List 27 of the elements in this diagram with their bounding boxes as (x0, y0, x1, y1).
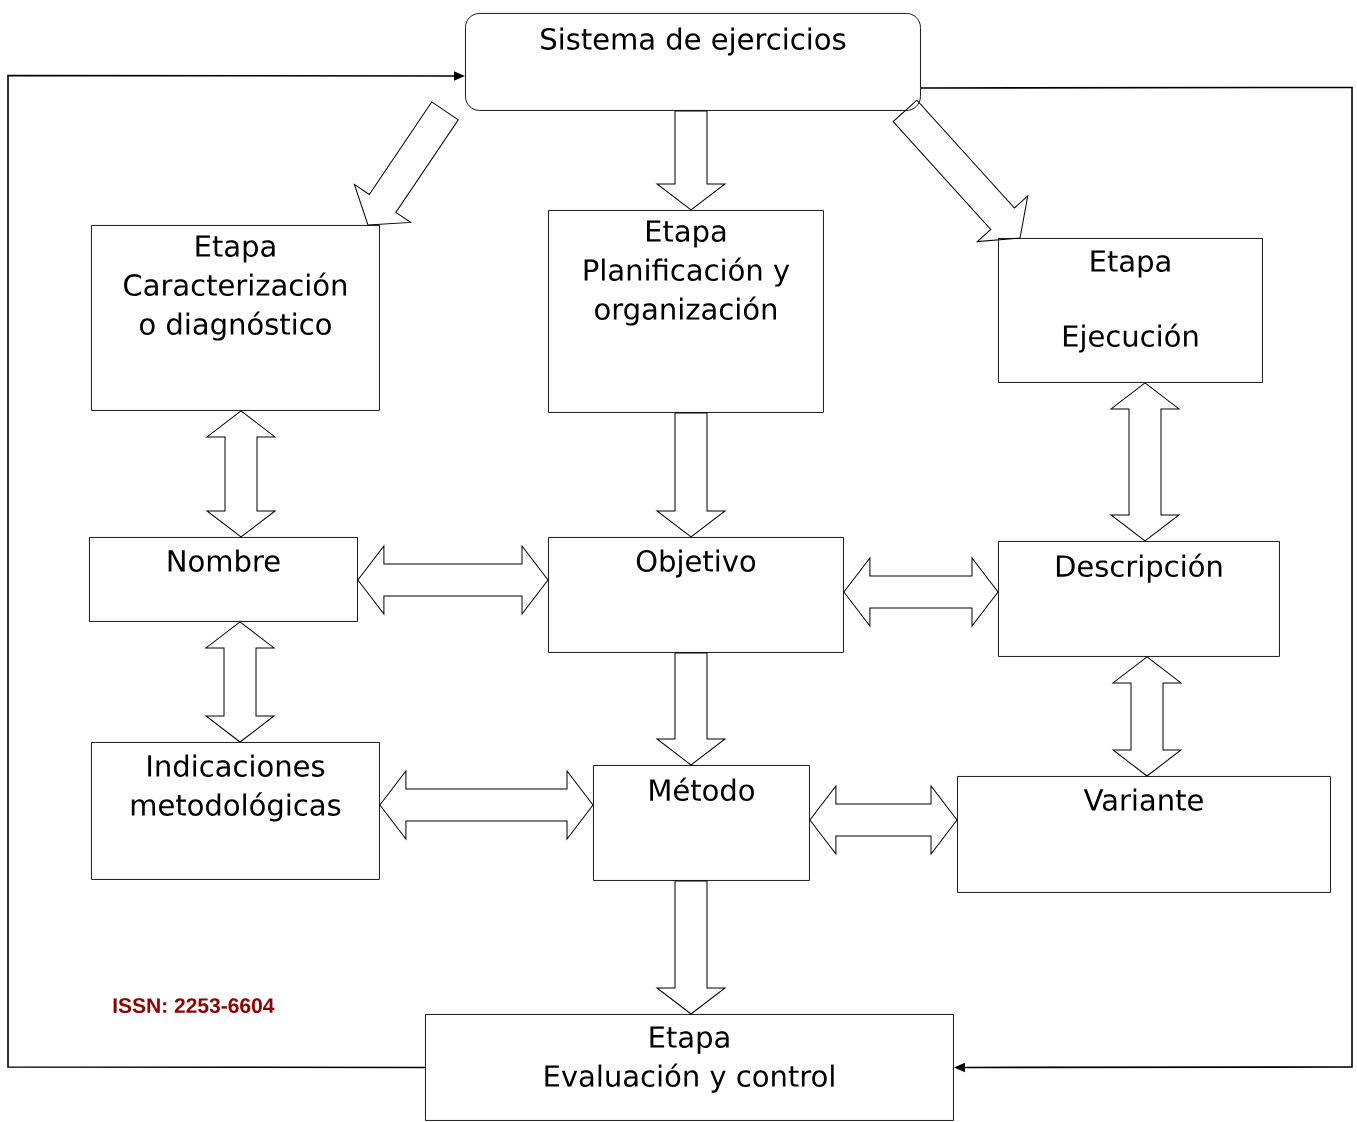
block-arrow (656, 652, 726, 766)
stage-box: Etapa Ejecución (998, 238, 1263, 383)
block-arrow (206, 410, 276, 538)
block-arrow (656, 880, 726, 1015)
block-arrow (892, 99, 1029, 242)
block-arrow (656, 412, 726, 538)
issn-note: ISSN: 2253-6604 (113, 998, 275, 1014)
stage-box: Etapa Caracterización o diagnóstico (91, 225, 380, 411)
stage-box: Etapa Evaluación y control (425, 1014, 954, 1121)
block-arrow (843, 557, 999, 627)
title-box: Sistema de ejercicios (465, 13, 921, 111)
block-arrow (379, 770, 594, 840)
block-arrow (357, 545, 549, 615)
feedback-arrow (920, 86, 1353, 1073)
block-arrow (353, 101, 459, 226)
block-arrow (656, 110, 726, 211)
stage-box: Indicaciones metodológicas (91, 742, 380, 880)
block-arrow (1110, 382, 1180, 542)
stage-box: Método (593, 765, 810, 881)
stage-box: Descripción (998, 541, 1280, 657)
block-arrow (205, 621, 275, 743)
stage-box: Objetivo (548, 537, 844, 653)
block-arrow (809, 785, 958, 855)
stage-box: Variante (957, 776, 1331, 893)
stage-box: Nombre (89, 537, 358, 622)
stage-box: Etapa Planificación y organización (548, 210, 824, 413)
block-arrow (1112, 656, 1182, 777)
